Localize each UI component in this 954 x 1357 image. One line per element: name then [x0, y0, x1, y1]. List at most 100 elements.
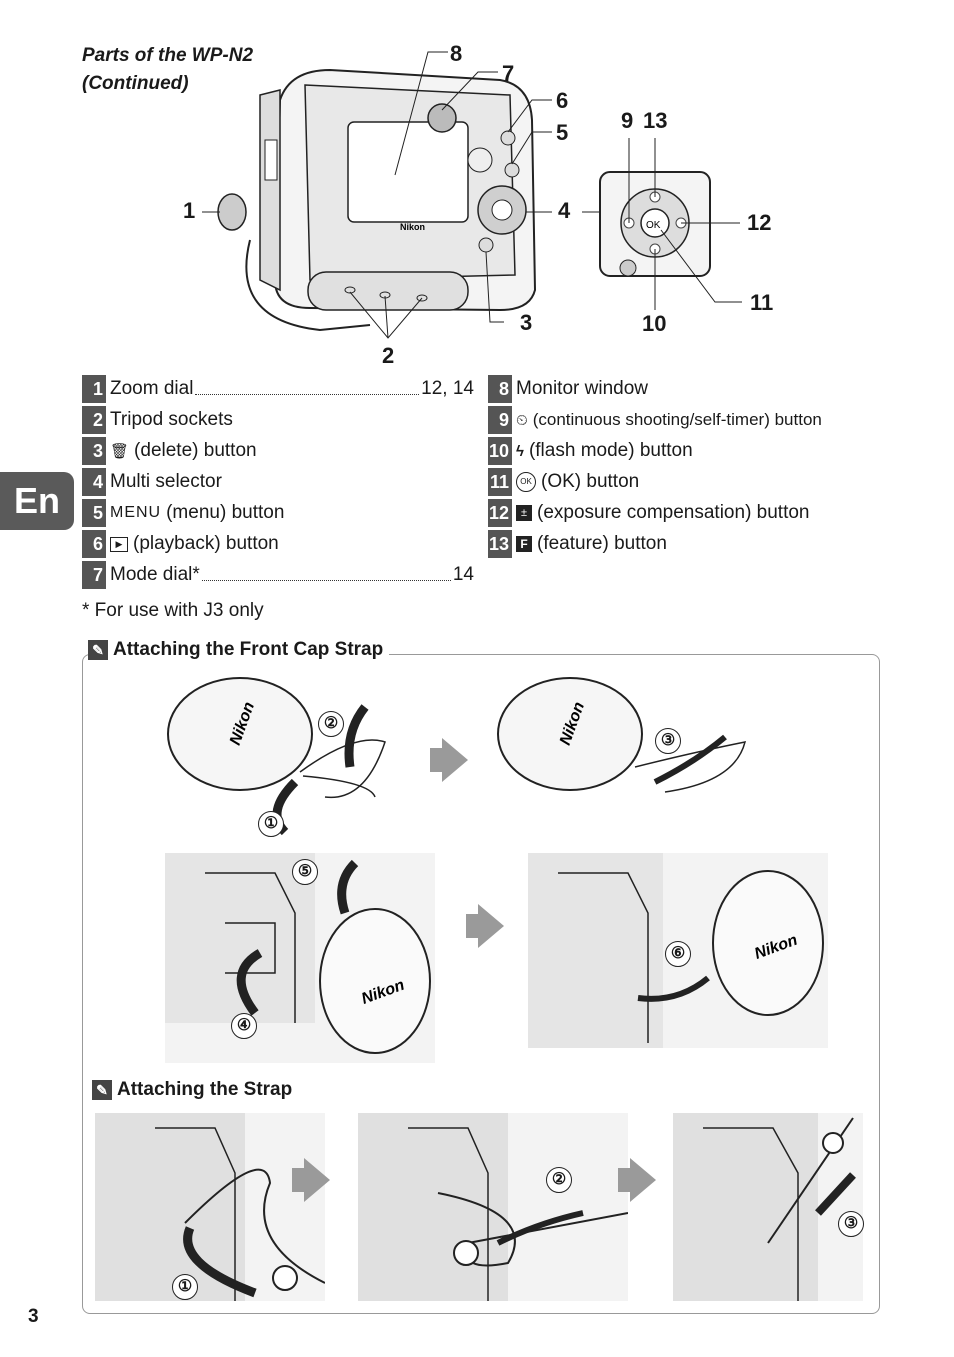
callout-9: 9	[621, 108, 634, 133]
flash-icon: ϟ	[516, 442, 524, 460]
callout-11: 11	[750, 290, 774, 315]
strap-step-3-number: ③	[838, 1211, 864, 1237]
legend-num: 2	[82, 406, 106, 434]
legend-num: 7	[82, 561, 106, 589]
legend-page: 14	[452, 564, 474, 585]
callout-8: 8	[450, 41, 463, 66]
housing-diagram: Nikon OK	[202, 51, 742, 339]
callout-7: 7	[502, 61, 515, 86]
next-arrow	[618, 1158, 656, 1202]
ok-icon: OK	[516, 472, 536, 492]
leader-dots	[201, 579, 451, 581]
legend-item-13: 13 F (feature) button	[488, 530, 667, 558]
pencil-icon: ✎	[88, 640, 108, 660]
section-title-text: Attaching the Strap	[117, 1079, 293, 1100]
legend-num: 8	[488, 375, 512, 403]
section-title-text: Attaching the Front Cap Strap	[113, 639, 384, 660]
legend-num: 12	[488, 499, 512, 527]
legend-item-8: 8 Monitor window	[488, 375, 648, 403]
leader-dots	[195, 393, 420, 395]
playback-icon: ▶	[110, 536, 128, 552]
legend-num: 6	[82, 530, 106, 558]
legend-item-9: 9 ⏲ (continuous shooting/self-timer) but…	[488, 406, 822, 434]
legend-num: 1	[82, 375, 106, 403]
legend-label: Multi selector	[110, 471, 222, 492]
strap-step-2-number: ②	[546, 1167, 572, 1193]
tip-box	[82, 654, 880, 1314]
pencil-icon: ✎	[92, 1080, 112, 1100]
language-tab: En	[0, 472, 74, 530]
legend-label: (feature) button	[537, 533, 667, 554]
legend-item-4: 4 Multi selector	[82, 468, 222, 496]
callout-13: 13	[643, 108, 668, 133]
footnote: * For use with J3 only	[82, 600, 264, 621]
trash-icon: 🗑	[110, 443, 130, 460]
step-4-number: ④	[231, 1013, 257, 1039]
step-1-number: ①	[258, 811, 284, 837]
legend-label: Tripod sockets	[110, 409, 233, 430]
strap-step-panel-3	[673, 1113, 863, 1301]
legend-num: 13	[488, 530, 512, 558]
section-front-cap-strap-title: ✎ Attaching the Front Cap Strap	[88, 639, 390, 661]
callout-4: 4	[558, 198, 571, 223]
legend-item-2: 2 Tripod sockets	[82, 406, 233, 434]
legend-num: 9	[488, 406, 512, 434]
legend-num: 10	[488, 437, 512, 465]
heading-line-1: Parts of the WP-N2	[82, 45, 254, 66]
legend-label: Zoom dial	[110, 378, 194, 399]
legend-label: (continuous shooting/self-timer) button	[532, 410, 822, 429]
legend-label: Monitor window	[516, 378, 648, 399]
callout-2: 2	[382, 343, 395, 368]
legend-label: Mode dial*	[110, 564, 200, 585]
callout-1: 1	[183, 198, 196, 223]
next-arrow	[292, 1158, 330, 1202]
legend-num: 11	[488, 468, 512, 496]
heading-line-2: (Continued)	[82, 73, 189, 94]
legend-label: (menu) button	[166, 502, 285, 523]
menu-icon: MENU	[110, 504, 162, 521]
callout-6: 6	[556, 88, 569, 113]
section-strap-title: ✎ Attaching the Strap	[92, 1079, 299, 1101]
callout-10: 10	[642, 311, 667, 336]
feature-icon: F	[516, 536, 532, 552]
legend-num: 3	[82, 437, 106, 465]
legend-item-5: 5 MENU (menu) button	[82, 499, 284, 527]
callout-5: 5	[556, 120, 569, 145]
ok-detail: OK	[646, 220, 661, 231]
legend-item-10: 10 ϟ (flash mode) button	[488, 437, 693, 465]
strap-step-panel-1	[95, 1113, 326, 1301]
legend-label: (OK) button	[541, 471, 640, 492]
callout-12: 12	[747, 210, 772, 235]
page-heading: Parts of the WP-N2 (Continued)	[82, 42, 253, 98]
strap-step-panel-2	[358, 1113, 629, 1301]
legend-label: (playback) button	[133, 533, 279, 554]
housing-brand: Nikon	[400, 222, 425, 232]
legend-page: 12, 14	[421, 378, 474, 399]
next-arrow	[430, 738, 468, 782]
next-arrow	[466, 904, 504, 948]
step-2-number: ②	[318, 711, 344, 737]
step-panel-6: Nikon	[528, 853, 828, 1048]
callout-3: 3	[520, 310, 533, 335]
step-panel-4-5: Nikon	[165, 853, 435, 1063]
legend-num: 5	[82, 499, 106, 527]
zoom-dial-drawing	[217, 193, 247, 231]
step-5-number: ⑤	[292, 859, 318, 885]
step-panel-3: Nikon	[495, 672, 755, 812]
legend-item-1: 1 Zoom dial 12, 14	[82, 375, 474, 403]
legend-label: (exposure compensation) button	[537, 502, 810, 523]
legend-item-12: 12 ± (exposure compensation) button	[488, 499, 810, 527]
strap-step-1-number: ①	[172, 1274, 198, 1300]
legend-num: 4	[82, 468, 106, 496]
legend-label: (delete) button	[134, 440, 257, 461]
monitor-window-drawing	[347, 121, 469, 223]
legend-item-11: 11 OK (OK) button	[488, 468, 639, 496]
continuous-timer-icon: ⏲	[516, 411, 528, 429]
step-3-number: ③	[655, 728, 681, 754]
legend-item-7: 7 Mode dial* 14	[82, 561, 474, 589]
step-6-number: ⑥	[665, 941, 691, 967]
exposure-icon: ±	[516, 505, 532, 521]
legend-item-6: 6 ▶ (playback) button	[82, 530, 279, 558]
legend-label: (flash mode) button	[528, 440, 693, 461]
page-number: 3	[28, 1306, 39, 1327]
